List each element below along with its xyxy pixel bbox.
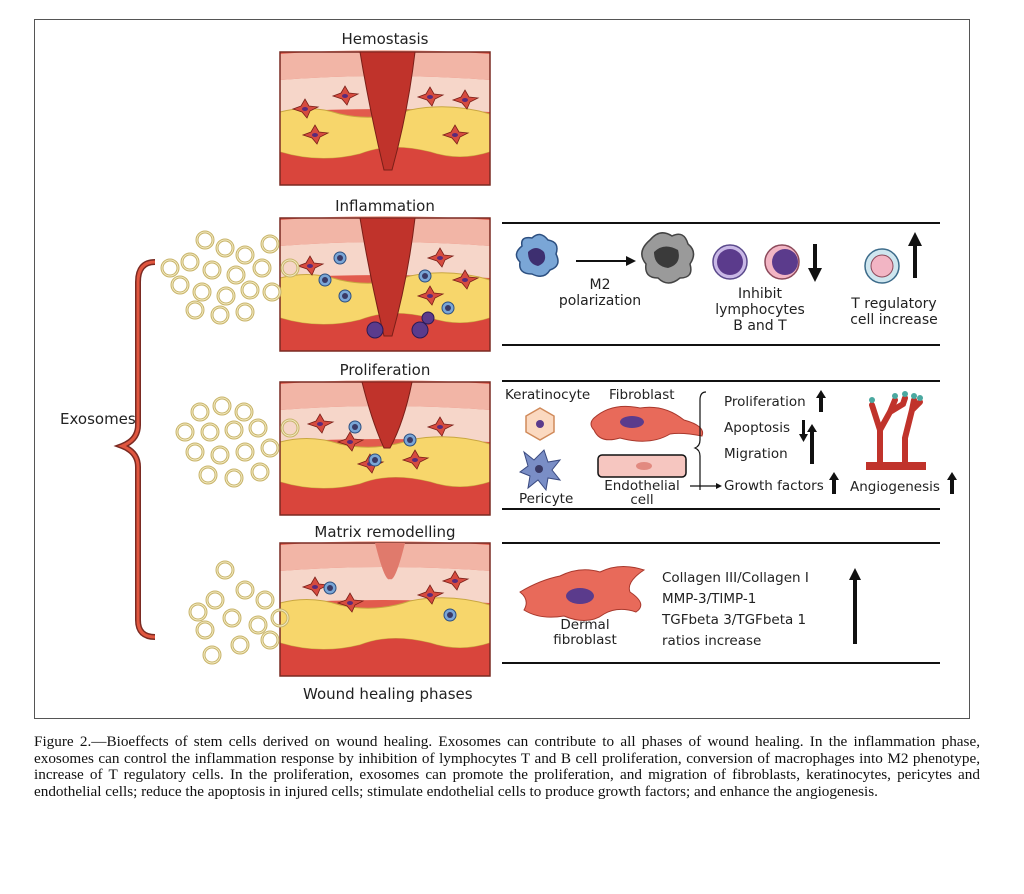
phase-title-inflammation: Inflammation (335, 197, 435, 215)
phase-title-proliferation: Proliferation (339, 361, 431, 379)
fibroblast-icon (590, 405, 704, 442)
arrow-up-icon (816, 390, 826, 412)
arrow-up-icon (807, 424, 817, 464)
endothelial-cell-label: Endothelial cell (604, 478, 680, 508)
figure-frame (34, 19, 970, 719)
m2-polarization-label: M2 polarization (558, 277, 642, 309)
macrophage-m2-icon (641, 232, 695, 284)
arrow-up-icon (849, 568, 861, 644)
effect-proliferation: Proliferation (724, 394, 806, 410)
effect-migration: Migration (724, 446, 788, 462)
pericyte-icon (518, 449, 562, 492)
exosome-cluster-inflammation (160, 230, 300, 325)
t-regulatory-label: T regulatory cell increase (850, 296, 938, 328)
figure-caption: Figure 2.—Bioeffects of stem cells deriv… (34, 733, 980, 800)
wound-skin-illustrations (113, 49, 957, 677)
endothelial-cell-icon (597, 454, 687, 478)
t-regulatory-cell-icon (864, 248, 900, 284)
keratinocyte-icon (525, 407, 555, 441)
wound-healing-phases-label: Wound healing phases (303, 685, 473, 703)
ratio-tgfbeta: TGFbeta 3/TGFbeta 1 (662, 612, 807, 628)
ratio-mmp: MMP-3/TIMP-1 (662, 591, 757, 607)
ratios-increase-label: ratios increase (662, 633, 762, 649)
effect-growth-factors: Growth factors (724, 478, 824, 494)
fibroblast-label: Fibroblast (609, 387, 675, 403)
arrow-up-icon (829, 472, 839, 494)
phase-title-matrix-remodelling: Matrix remodelling (314, 523, 456, 541)
exosomes-label: Exosomes (60, 410, 136, 428)
macrophage-m1-icon (515, 233, 559, 277)
pericyte-label: Pericyte (519, 491, 574, 507)
dermal-fibroblast-label: Dermal fibroblast (553, 617, 617, 648)
lymphocyte-b-icon (712, 244, 748, 280)
arrow-down-icon (799, 420, 808, 442)
arrow-up-icon (947, 472, 957, 494)
dermal-fibroblast-icon (519, 566, 646, 621)
arrow-up-icon (908, 232, 922, 278)
effects-brace (693, 391, 707, 490)
phase-title-hemostasis: Hemostasis (341, 30, 429, 48)
exosome-cluster-remodelling (188, 560, 290, 665)
ratio-collagen: Collagen III/Collagen I (662, 570, 809, 586)
effect-apoptosis: Apoptosis (724, 420, 791, 436)
angiogenesis-label: Angiogenesis (850, 479, 940, 495)
angiogenesis-vessel-icon (866, 391, 926, 470)
arrow-down-icon (808, 244, 822, 282)
inhibit-lymphocytes-label: Inhibit lymphocytes B and T (715, 286, 805, 334)
keratinocyte-label: Keratinocyte (505, 387, 591, 403)
lymphocyte-t-icon (764, 244, 800, 280)
